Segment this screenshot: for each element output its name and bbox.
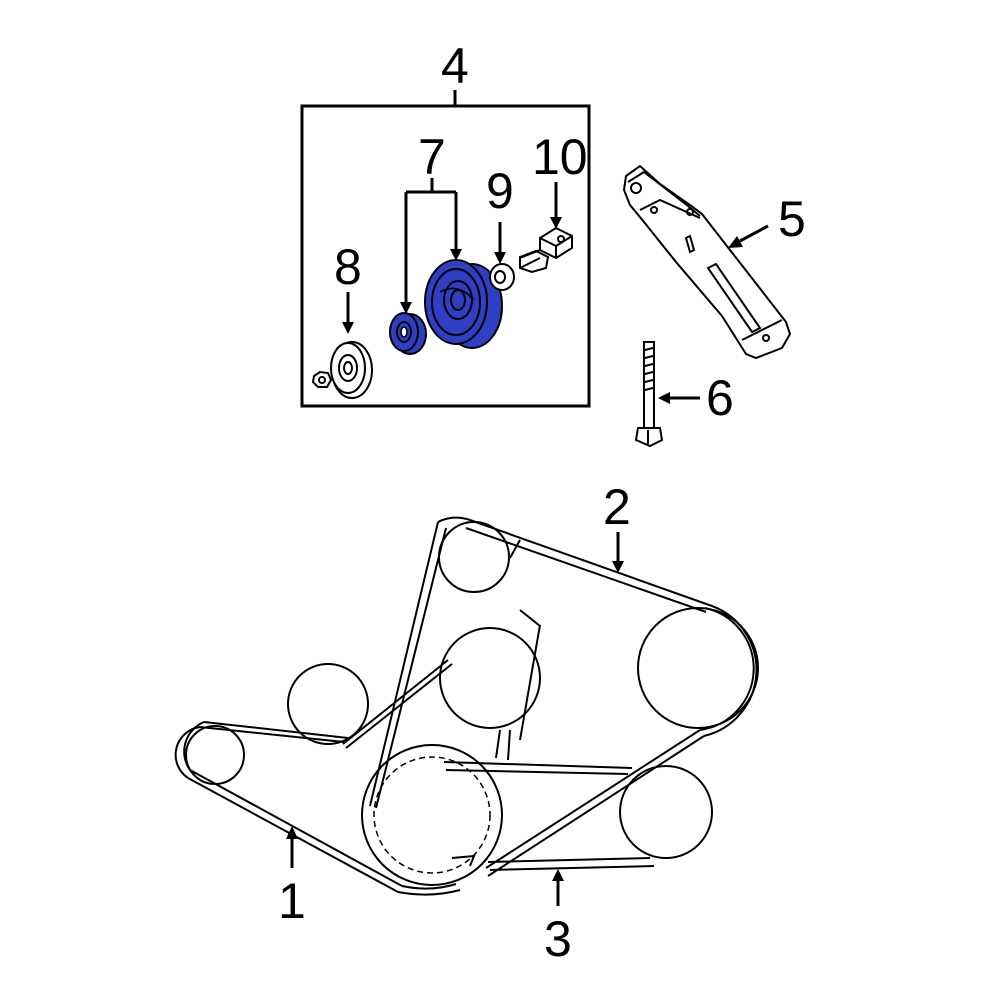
callout-8: 8 — [334, 239, 362, 295]
callout-9: 9 — [486, 163, 514, 219]
crank-pulley — [361, 744, 503, 886]
callout-7-leader — [400, 178, 462, 314]
callout-4: 4 — [441, 38, 469, 94]
left-idler-pulley — [287, 663, 369, 745]
large-right-pulley — [637, 607, 759, 729]
callout-5: 5 — [778, 191, 806, 247]
callout-10: 10 — [532, 129, 588, 185]
callout-7: 7 — [418, 129, 446, 185]
center-pulley — [439, 627, 541, 729]
upper-pulley — [438, 521, 510, 593]
nut-part — [311, 370, 333, 388]
crank-pulley-hidden — [373, 756, 491, 874]
washer-part — [489, 263, 515, 291]
lower-right-pulley — [619, 765, 713, 859]
tensioner-pulley-highlighted — [424, 259, 503, 349]
callout-3: 3 — [544, 911, 572, 967]
callout-8-leader — [342, 292, 354, 334]
bracket-bolt-part — [634, 341, 664, 448]
callout-2-leader — [612, 532, 624, 573]
tensioner-assembly-box — [300, 90, 591, 408]
callout-10-leader — [550, 182, 562, 229]
tensioner-bracket-part — [622, 164, 792, 360]
callout-9-leader — [494, 222, 506, 264]
callout-5-leader — [728, 224, 769, 248]
callout-3-leader — [552, 869, 564, 906]
callout-2: 2 — [603, 479, 631, 535]
far-left-pulley — [185, 725, 245, 785]
callout-6-leader — [658, 392, 700, 404]
callout-1: 1 — [278, 873, 306, 929]
bearing-part-highlighted — [389, 312, 427, 355]
callout-1-leader — [286, 826, 298, 868]
belt-routing-diagram — [174, 516, 759, 896]
tensioner-bolt-part — [519, 226, 573, 274]
idler-plate-part — [330, 341, 373, 399]
callout-6: 6 — [706, 370, 734, 426]
